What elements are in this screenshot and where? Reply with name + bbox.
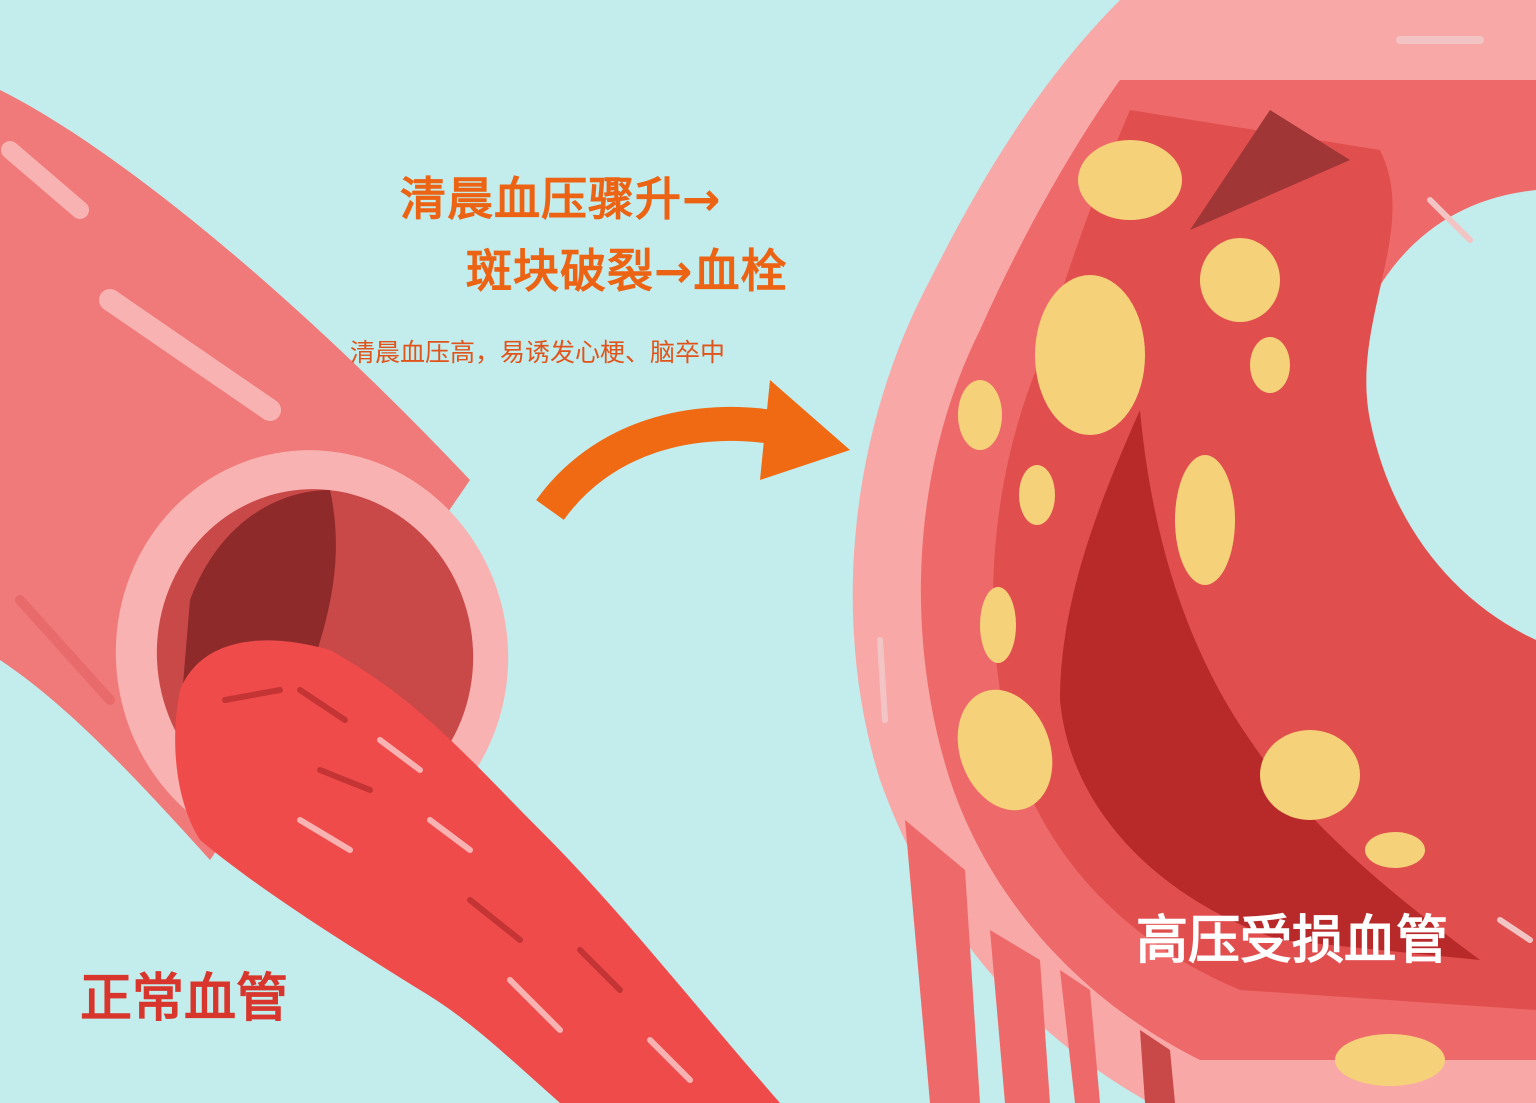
normal-vessel-label: 正常血管 [80, 969, 289, 1029]
normal-vessel-highlight [99, 289, 281, 421]
blood-streak [297, 817, 353, 853]
blood-streak [377, 737, 423, 773]
subtitle: 清晨血压高，易诱发心梗、脑卒中 [350, 338, 726, 367]
wall-streak [1427, 197, 1473, 243]
transition-arrow [536, 380, 850, 521]
blood-streak [577, 947, 623, 993]
damaged-vessel-label: 高压受损血管 [1136, 911, 1449, 971]
plaque [1335, 1034, 1445, 1086]
thrombus-shadow [1190, 110, 1350, 230]
blood-streak [297, 687, 348, 723]
plaque [957, 689, 1053, 811]
vessel-drip [990, 930, 1050, 1103]
blood-streak [647, 1037, 693, 1083]
plaque [980, 587, 1016, 663]
normal-blood-flow [175, 640, 780, 1103]
blood-streak [427, 817, 473, 853]
normal-vessel [0, 90, 780, 1103]
plaque [958, 380, 1002, 450]
vessel-drip [1060, 970, 1100, 1103]
headline-line-2: 斑块破裂→血栓 [466, 244, 788, 298]
thrombus [1060, 410, 1480, 960]
wall-streak [877, 637, 888, 723]
plaque [1175, 455, 1235, 585]
blood-streak [222, 687, 283, 703]
plaque [1365, 832, 1425, 868]
plaque [1078, 140, 1182, 220]
plaque [1260, 730, 1360, 820]
blood-streak [467, 897, 523, 943]
vessel-drip [905, 820, 980, 1103]
wall-streak [1497, 917, 1533, 943]
plaque [1035, 275, 1145, 435]
blood-streak [507, 977, 563, 1033]
plaque [1200, 238, 1280, 322]
normal-vessel-highlight [1, 141, 89, 219]
normal-vessel-highlight [15, 595, 115, 705]
arrow-shaft [536, 407, 794, 521]
blood-streak [317, 767, 373, 793]
headline-line-1: 清晨血压骤升→ [400, 172, 722, 226]
arrow-head-icon [760, 380, 850, 480]
plaque [1250, 337, 1290, 393]
damaged-vessel [852, 0, 1536, 1103]
plaque [1019, 465, 1055, 525]
vessel-drip [1140, 1030, 1175, 1103]
